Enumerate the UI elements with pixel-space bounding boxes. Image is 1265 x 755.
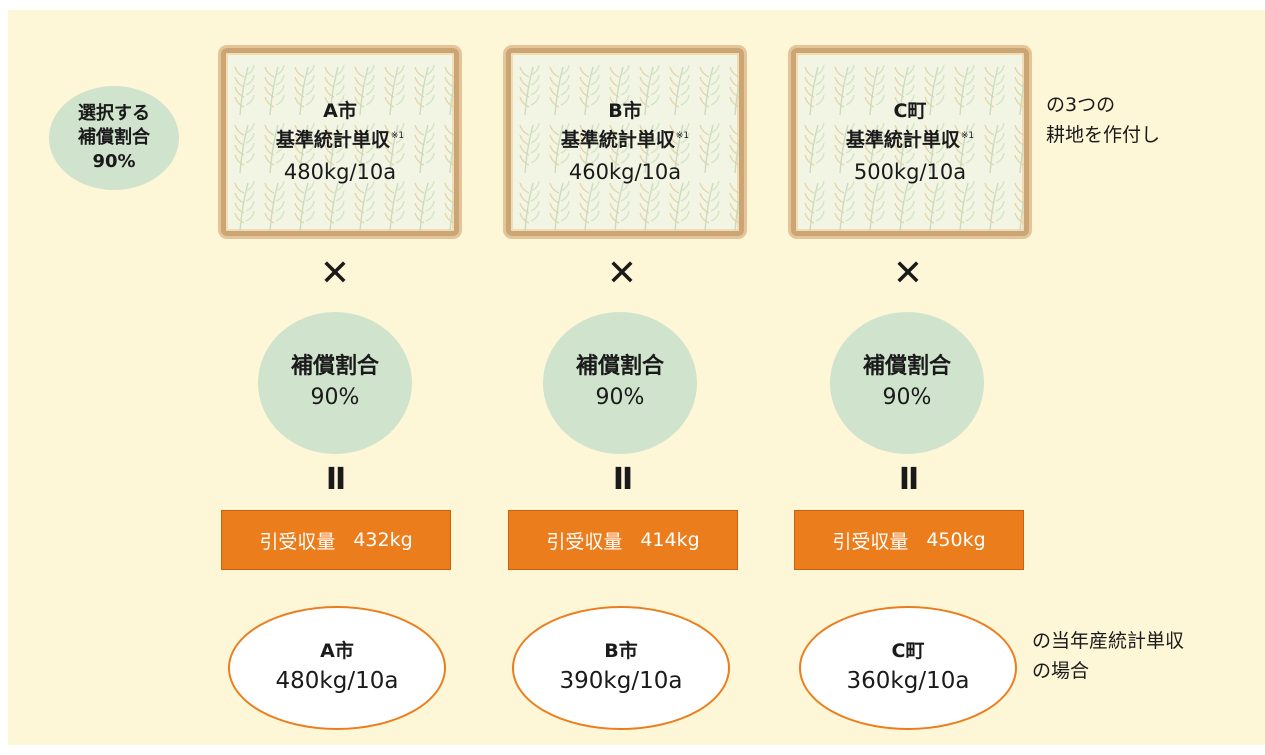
- result-value: 450kg: [926, 529, 986, 551]
- actual-note-line1: の当年産統計単収: [1032, 630, 1185, 652]
- times-sign: ✕: [606, 253, 638, 294]
- actual-yield: 390kg/10a: [559, 668, 683, 695]
- field-card-c: C町 基準統計単収※1 500kg/10a: [791, 48, 1029, 236]
- note-mark: ※1: [960, 131, 975, 142]
- actual-city: B市: [604, 639, 638, 662]
- times-sign: ✕: [319, 253, 351, 294]
- fields-note-line2: 耕地を作付し: [1046, 124, 1161, 147]
- field-label: 基準統計単収※1: [560, 129, 690, 152]
- field-yield: 480kg/10a: [283, 159, 397, 184]
- actual-yield-ellipse-c: C町 360kg/10a: [799, 606, 1017, 730]
- actual-yield: 360kg/10a: [846, 668, 970, 695]
- result-value: 432kg: [353, 529, 413, 551]
- result-box-b: 引受収量 414kg: [508, 510, 738, 570]
- badge-line2: 補償割合: [78, 126, 150, 148]
- ratio-circle-c: 補償割合 90%: [830, 312, 984, 454]
- equals-sign: II: [612, 462, 633, 497]
- rice-plant-pattern-icon: [519, 64, 739, 231]
- selected-ratio-badge: 選択する 補償割合 90%: [49, 86, 179, 190]
- result-label: 引受収量: [546, 530, 623, 553]
- ratio-pct: 90%: [595, 385, 645, 410]
- ratio-label: 補償割合: [862, 354, 951, 380]
- field-label: 基準統計単収※1: [845, 129, 975, 152]
- actual-yield-note: の当年産統計単収 の場合: [1032, 626, 1184, 687]
- actual-yield: 480kg/10a: [275, 668, 399, 695]
- diagram-canvas: 選択する 補償割合 90% A市 基準統計単収※1 480kg/10a ✕ 補償…: [8, 10, 1265, 745]
- times-sign: ✕: [892, 253, 924, 294]
- field-city: C町: [893, 100, 927, 122]
- ratio-label: 補償割合: [575, 354, 664, 380]
- ratio-circle-b: 補償割合 90%: [543, 312, 697, 454]
- badge-line1: 選択する: [78, 102, 150, 124]
- result-value: 414kg: [640, 529, 700, 551]
- equals-sign: II: [325, 462, 346, 497]
- ratio-pct: 90%: [882, 385, 932, 410]
- actual-note-line2: の場合: [1032, 660, 1090, 683]
- actual-yield-ellipse-b: B市 390kg/10a: [512, 606, 730, 730]
- actual-city: C町: [891, 639, 925, 662]
- actual-city: A市: [320, 639, 354, 662]
- ratio-label: 補償割合: [290, 354, 379, 380]
- fields-note: の3つの 耕地を作付し: [1046, 90, 1160, 151]
- field-city: B市: [608, 100, 642, 122]
- field-city: A市: [323, 100, 357, 122]
- badge-pct: 90%: [92, 151, 136, 173]
- result-label: 引受収量: [832, 530, 909, 553]
- field-yield: 500kg/10a: [853, 159, 967, 184]
- ratio-circle-a: 補償割合 90%: [258, 312, 412, 454]
- note-mark: ※1: [675, 131, 690, 142]
- result-box-c: 引受収量 450kg: [794, 510, 1024, 570]
- equals-sign: II: [898, 462, 919, 497]
- field-label: 基準統計単収※1: [275, 129, 405, 152]
- result-box-a: 引受収量 432kg: [221, 510, 451, 570]
- field-yield: 460kg/10a: [568, 159, 682, 184]
- rice-plant-pattern-icon: [804, 64, 1024, 231]
- rice-plant-pattern-icon: [234, 64, 454, 231]
- fields-note-line1: の3つの: [1046, 94, 1116, 116]
- actual-yield-ellipse-a: A市 480kg/10a: [228, 606, 446, 730]
- ratio-pct: 90%: [310, 385, 360, 410]
- field-card-a: A市 基準統計単収※1 480kg/10a: [221, 48, 459, 236]
- field-card-b: B市 基準統計単収※1 460kg/10a: [506, 48, 744, 236]
- note-mark: ※1: [390, 131, 405, 142]
- result-label: 引受収量: [259, 530, 336, 553]
